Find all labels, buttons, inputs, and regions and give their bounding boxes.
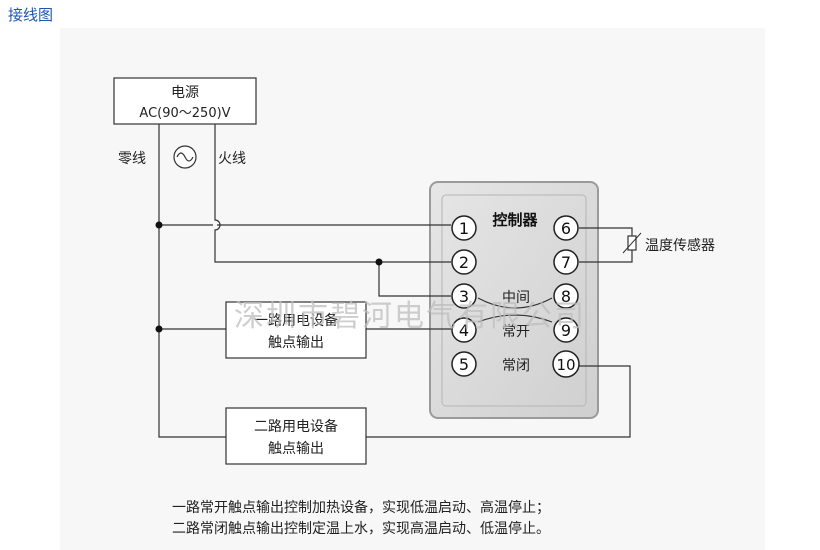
terminal-number: 7	[561, 253, 571, 272]
terminal-number: 5	[459, 355, 469, 374]
power-supply-rating: AC(90～250)V	[139, 106, 230, 121]
live-wire	[214, 124, 451, 263]
terminal-number: 10	[556, 356, 575, 374]
load-2-line1: 二路用电设备	[254, 418, 338, 435]
neutral-label: 零线	[118, 151, 146, 167]
load-1-line2: 触点输出	[268, 335, 324, 351]
contact-label-normally-open: 常开	[502, 324, 530, 340]
power-supply-box	[113, 77, 257, 125]
terminal-9: 9	[553, 317, 579, 343]
power-supply-name: 电源	[171, 85, 199, 101]
junction-dot	[155, 325, 163, 333]
terminal-7: 7	[553, 249, 579, 275]
note-line-1: 一路常开触点输出控制加热设备，实现低温启动、高温停止；	[172, 499, 550, 516]
terminal-number: 4	[459, 321, 469, 340]
load-1-line1: 一路用电设备	[254, 312, 338, 329]
sensor-label: 温度传感器	[645, 237, 715, 254]
wire-t2-t3	[378, 262, 451, 297]
junction-dot	[375, 258, 383, 266]
terminal-6: 6	[553, 215, 579, 241]
terminal-number: 8	[561, 287, 571, 306]
contact-label-common: 中间	[502, 290, 530, 306]
terminal-1: 1	[451, 215, 477, 241]
terminal-4: 4	[451, 317, 477, 343]
terminal-2: 2	[451, 249, 477, 275]
load-box-2	[225, 407, 367, 465]
terminal-number: 2	[459, 253, 469, 272]
terminal-number: 3	[459, 287, 469, 306]
page-title: 接线图	[8, 6, 54, 24]
sine-wave-icon	[173, 145, 197, 169]
note-line-2: 二路常闭触点输出控制定温上水，实现高温启动、低温停止。	[172, 520, 550, 537]
wire-t6-sensor	[579, 227, 633, 236]
contact-label-normally-closed: 常闭	[502, 358, 530, 374]
controller-title: 控制器	[492, 211, 538, 229]
internal-link-4-9	[477, 314, 553, 323]
terminal-number: 1	[459, 219, 469, 238]
terminal-5: 5	[451, 351, 477, 377]
internal-link-3-8	[477, 297, 553, 309]
controller-inner-frame	[441, 194, 587, 407]
terminal-3: 3	[451, 283, 477, 309]
load-2-line2: 触点输出	[268, 441, 324, 457]
terminal-number: 9	[561, 321, 571, 340]
load-box-1	[225, 301, 367, 359]
watermark: 深圳市碧河电气有限公司	[234, 299, 586, 334]
live-label: 火线	[218, 151, 246, 167]
terminal-8: 8	[553, 283, 579, 309]
terminal-number: 6	[561, 219, 571, 238]
wire-t10-load2	[366, 365, 631, 438]
terminal-10: 10	[552, 350, 580, 378]
junction-dot	[155, 221, 163, 229]
neutral-wire	[158, 124, 226, 438]
thermistor-icon	[622, 232, 642, 254]
wire-t7-sensor	[579, 250, 633, 263]
